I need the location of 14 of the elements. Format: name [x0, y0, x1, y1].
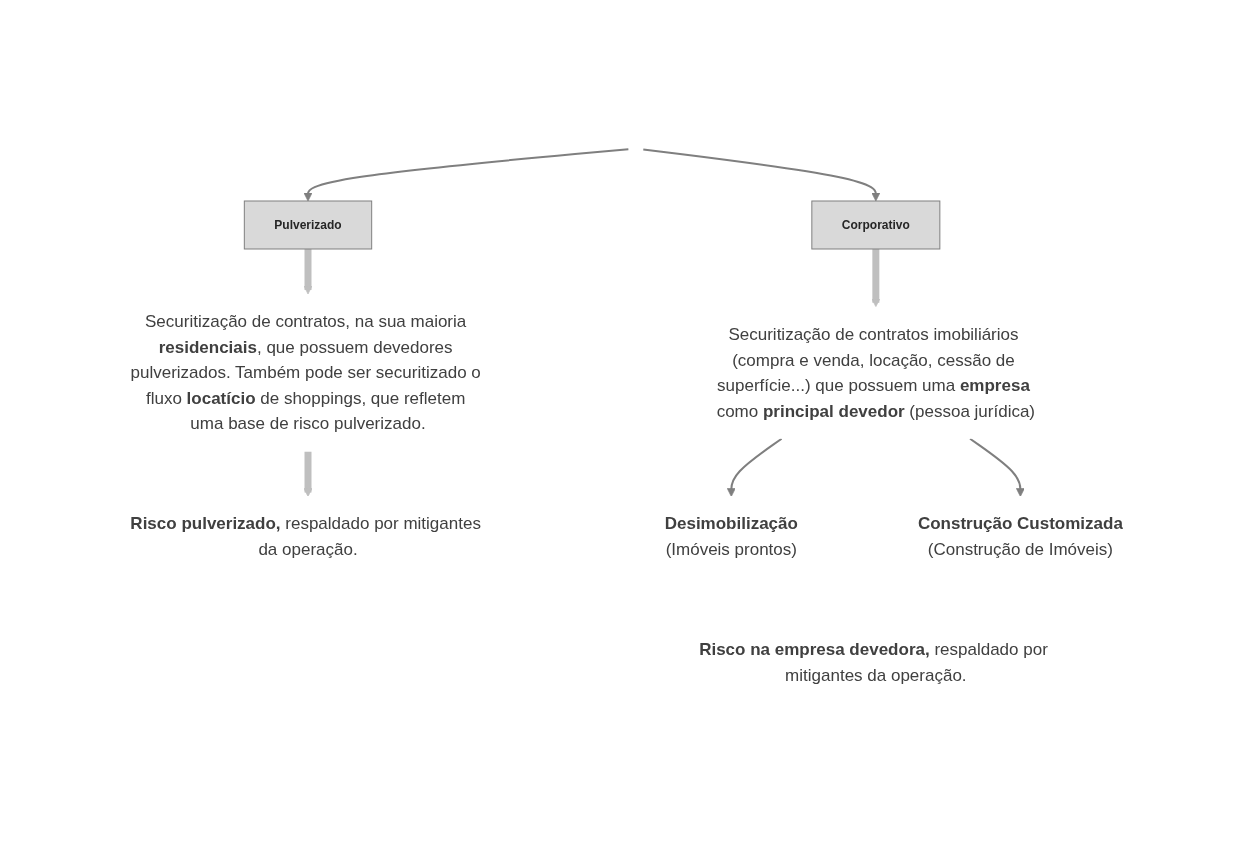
arrow — [969, 438, 1025, 498]
arrow — [303, 249, 313, 295]
node-text: Desimobilização (Imóveis prontos) — [664, 514, 798, 560]
node-text: Securitização de contratos, na sua maioria residenciais, que possuem devedores pulverizados. Também pode ser securitizado o fluxo locatício de shoppings, que refletem uma base de risco pulverizado. — [130, 312, 481, 434]
node-text: Securitização de contratos imobiliários (compra e venda, locação, cessão de superfície...) que possuem uma empresa como principal devedor (pessoa jurídica) — [716, 324, 1036, 421]
node-text: Construção Customizada (Construção de Imóveis) — [917, 514, 1123, 560]
arrow — [642, 148, 881, 202]
node-box: Corporativo — [811, 200, 941, 250]
node-text: Risco pulverizado, respaldado por mitigantes da operação. — [130, 514, 481, 560]
node-text: Risco na empresa devedora, respaldado por mitigantes da operação. — [699, 640, 1048, 686]
arrow — [726, 438, 783, 498]
arrow — [871, 249, 881, 308]
node-box: Pulverizado — [243, 200, 373, 250]
arrow — [303, 148, 630, 202]
